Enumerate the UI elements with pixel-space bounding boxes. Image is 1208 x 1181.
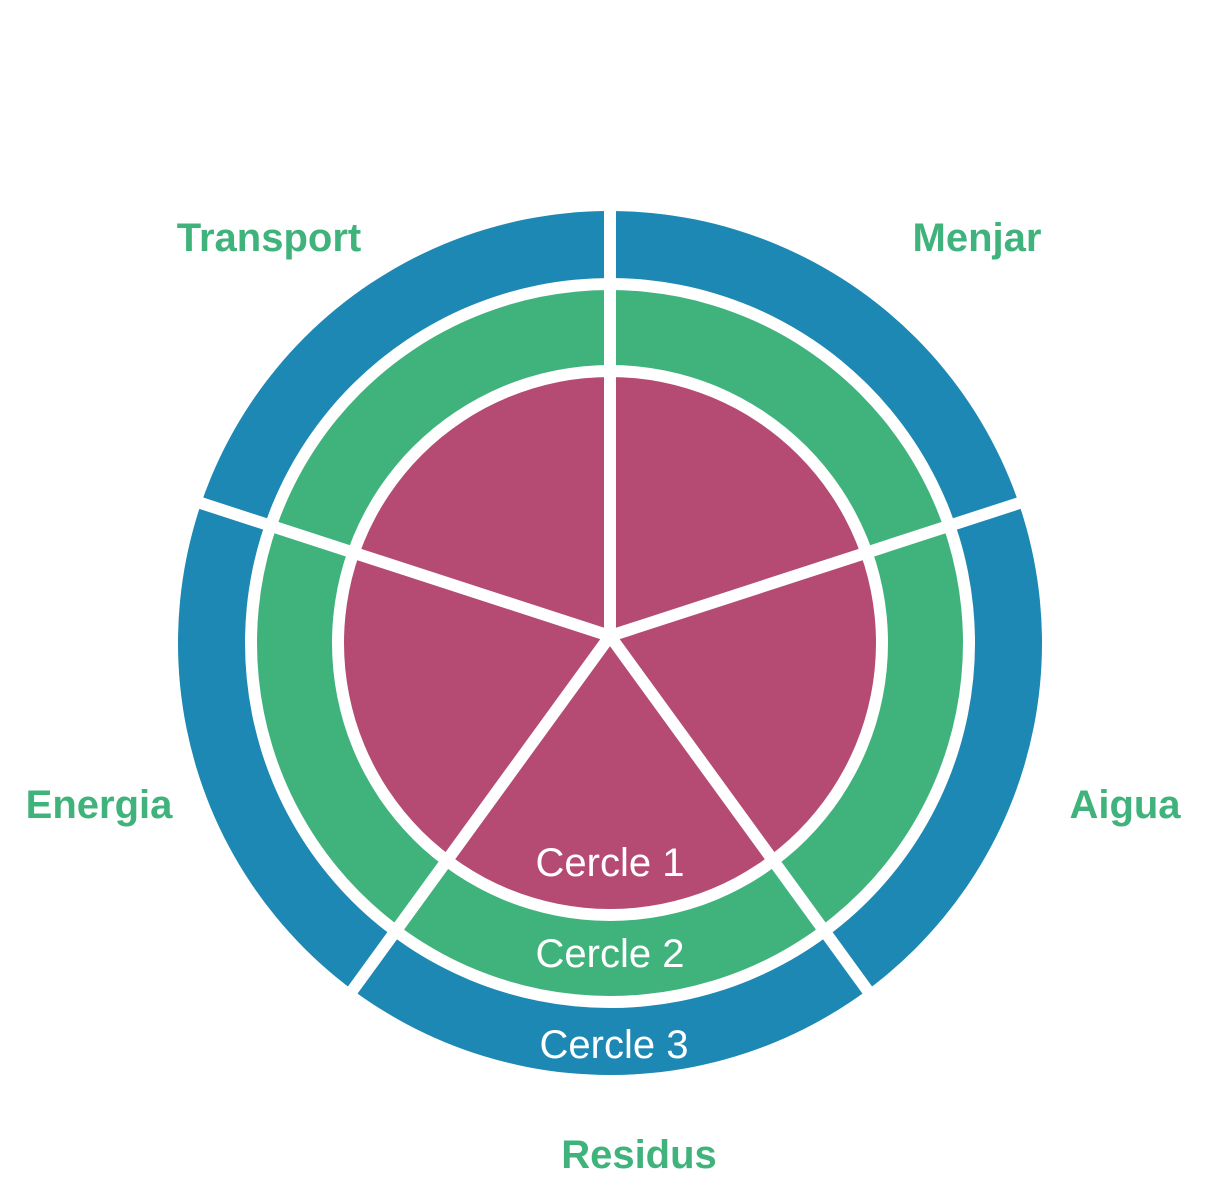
sector-label-menjar: Menjar: [913, 216, 1042, 260]
ring-label-3: Cercle 3: [540, 1023, 689, 1067]
sector-separator-3: [605, 632, 877, 1000]
sector-labels: Menjar Aigua Residus Energia Transport: [26, 216, 1182, 1177]
sector-label-energia: Energia: [26, 783, 173, 827]
sector-label-transport: Transport: [177, 216, 361, 260]
ring-labels: Cercle 1 Cercle 2 Cercle 3: [536, 841, 689, 1067]
ring-label-2: Cercle 2: [536, 932, 685, 976]
sector-separator-2: [608, 492, 1036, 642]
sector-separators: [184, 191, 1036, 1000]
sector-label-residus: Residus: [561, 1133, 717, 1177]
sector-label-aigua: Aigua: [1069, 783, 1181, 827]
sector-separator-4: [343, 632, 615, 1000]
sector-separator-5: [184, 492, 612, 642]
ring-label-1: Cercle 1: [536, 841, 685, 885]
